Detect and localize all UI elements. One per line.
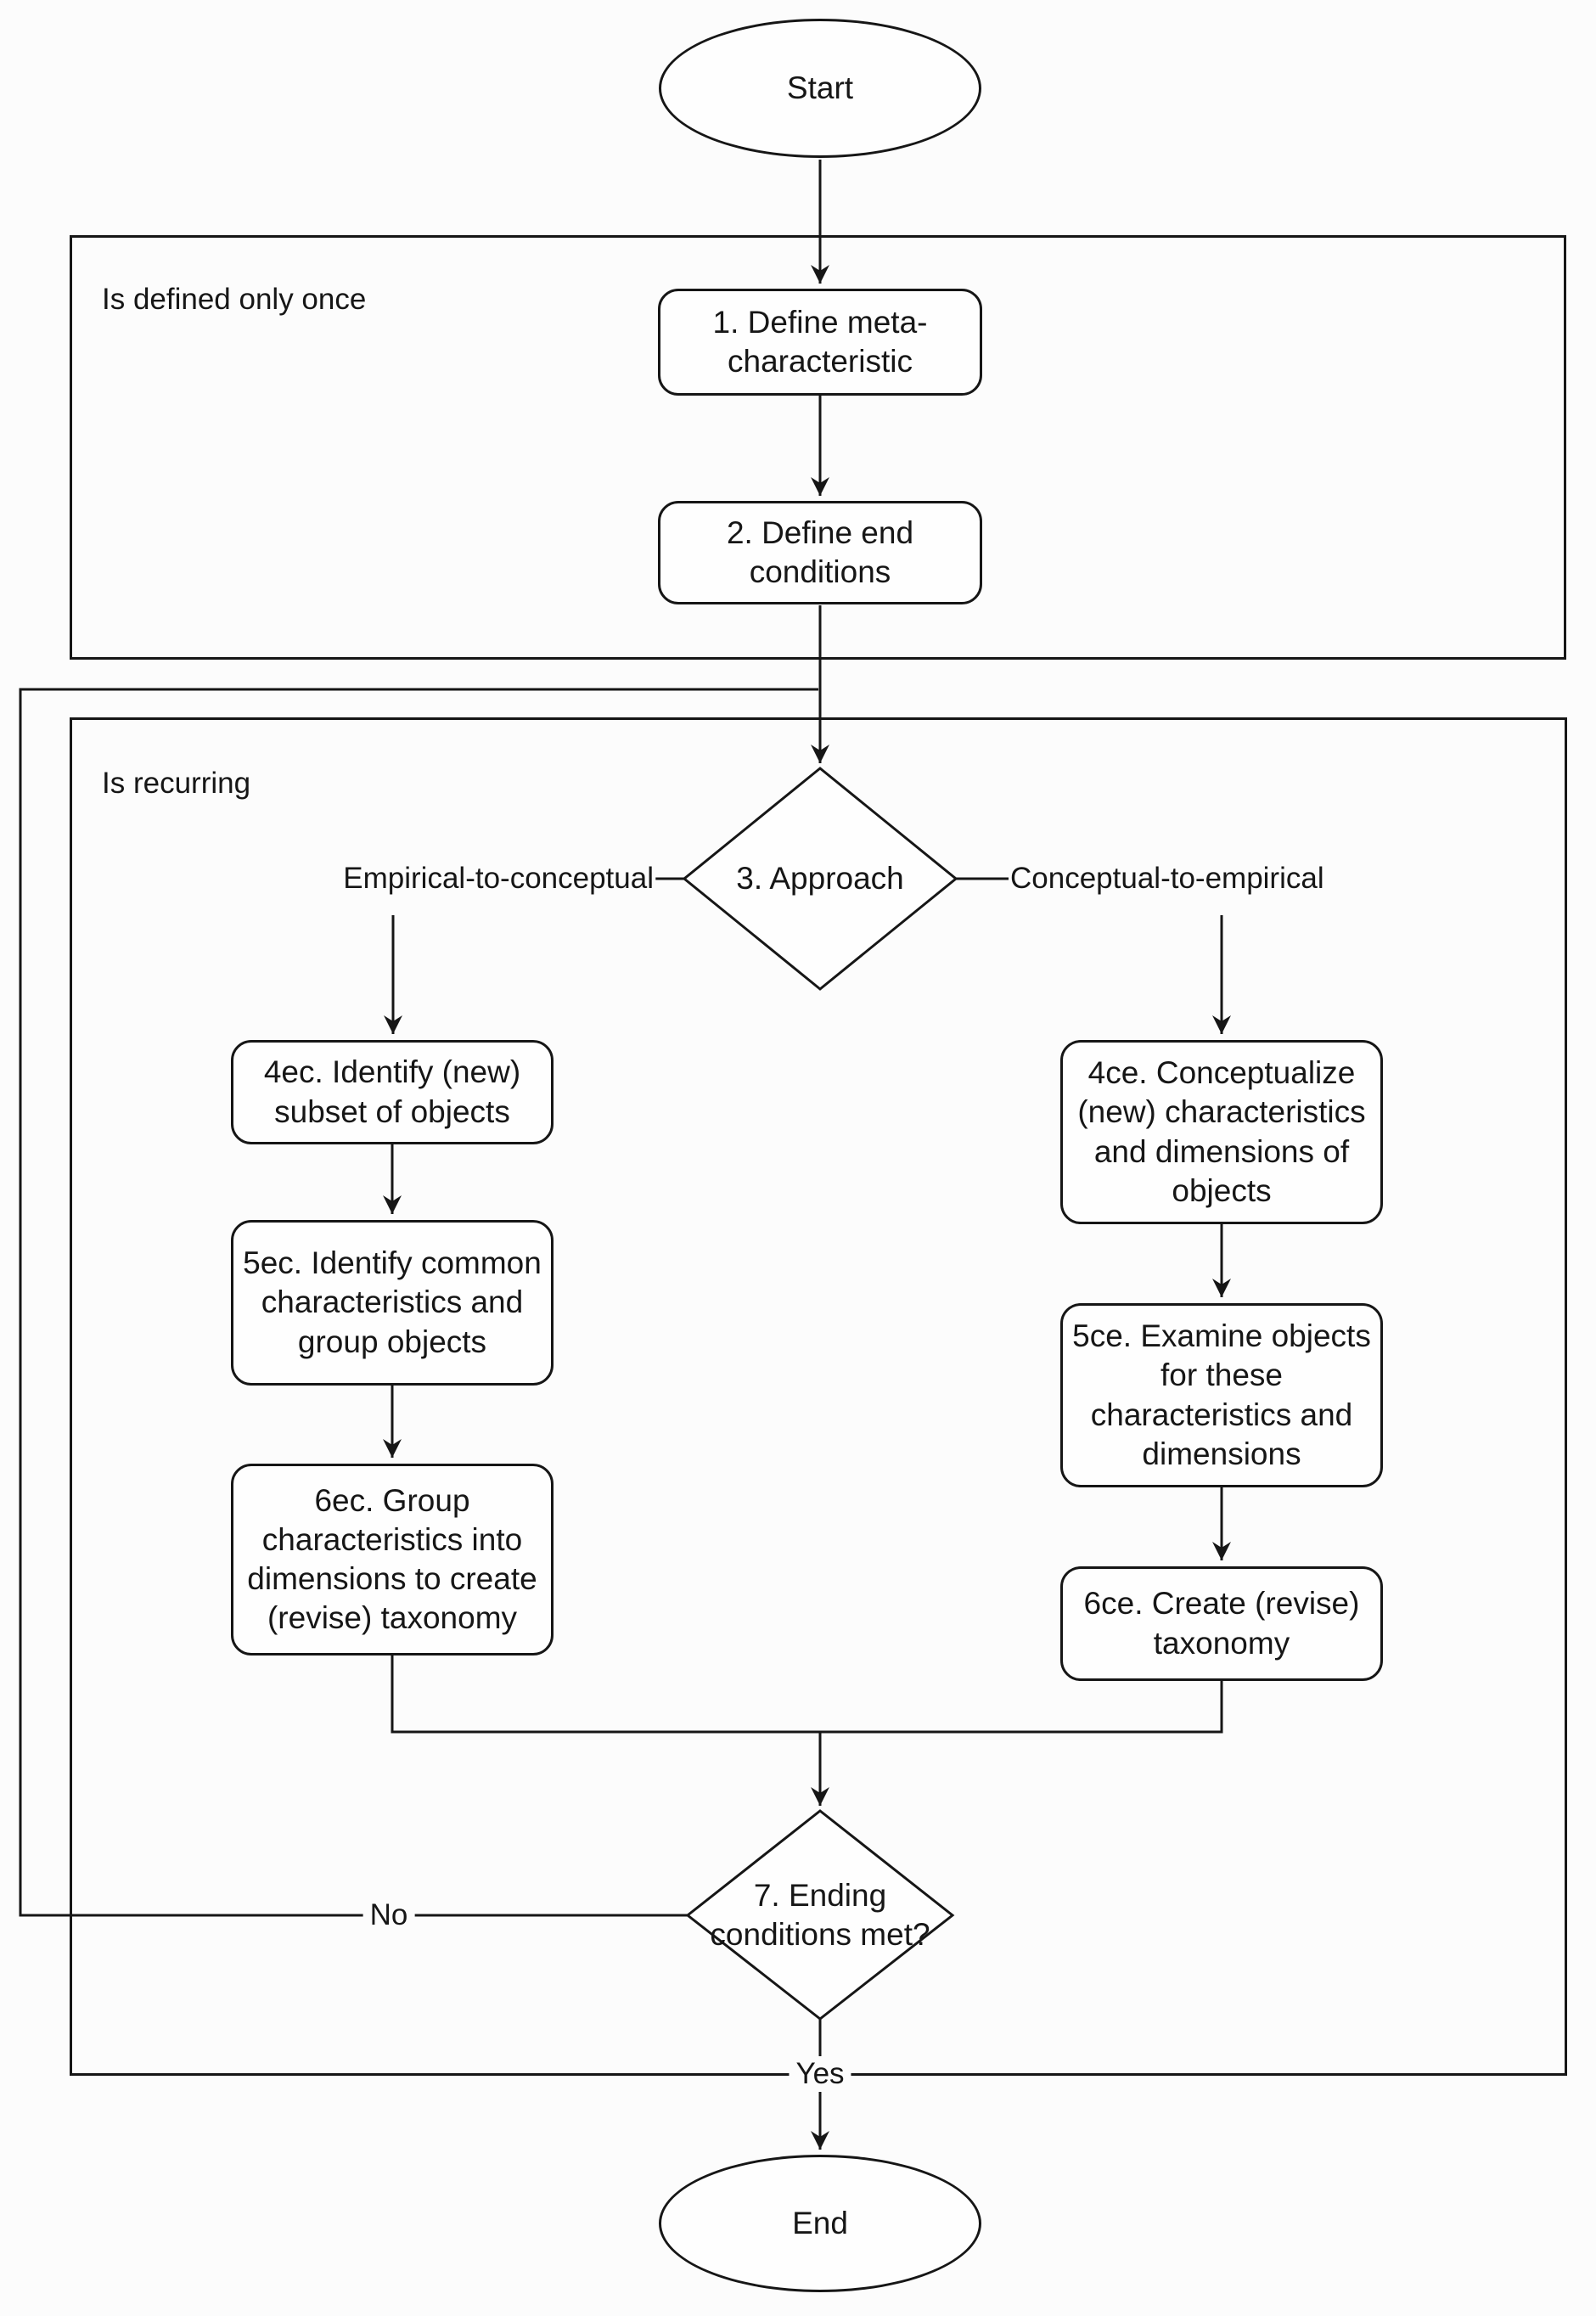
edge-step6ce-merge (820, 1681, 1223, 1734)
edge-label-conceptual-to-empirical: Conceptual-to-empirical (1009, 861, 1326, 897)
defined-once-container (70, 235, 1566, 660)
edge-step6ec-merge (391, 1655, 820, 1734)
step2-define-end-conditions-box: 2. Define end conditions (658, 501, 982, 604)
edge-label-empirical-to-conceptual: Empirical-to-conceptual (341, 861, 655, 897)
step5ce-examine-objects-box: 5ce. Examine objects for these character… (1060, 1303, 1383, 1487)
step6ec-group-characteristics-box: 6ec. Group characteristics into dimensio… (231, 1464, 554, 1655)
step6ce-create-taxonomy-box: 6ce. Create (revise) taxonomy (1060, 1566, 1383, 1681)
end-terminator: End (659, 2155, 981, 2292)
recurring-container-label: Is recurring (102, 767, 251, 800)
start-terminator: Start (659, 19, 981, 158)
edge-label-yes: Yes (789, 2056, 851, 2092)
ending-decision-shape (685, 1809, 955, 2021)
step4ce-conceptualize-characteristics-box: 4ce. Conceptualize (new) characteristics… (1060, 1040, 1383, 1224)
step4ec-identify-subset-box: 4ec. Identify (new) subset of objects (231, 1040, 554, 1144)
ending-decision-label: 7. Ending conditions met? (710, 1877, 930, 1952)
approach-decision-label: 3. Approach (736, 860, 904, 896)
defined-once-container-label: Is defined only once (102, 283, 367, 316)
step5ec-identify-common-characteristics-box: 5ec. Identify common characteristics and… (231, 1220, 554, 1386)
edge-no-loopback (19, 688, 818, 1917)
step1-define-meta-characteristic-box: 1. Define meta- characteristic (658, 289, 982, 396)
edge-label-no: No (362, 1897, 415, 1933)
approach-decision-shape (682, 767, 958, 991)
